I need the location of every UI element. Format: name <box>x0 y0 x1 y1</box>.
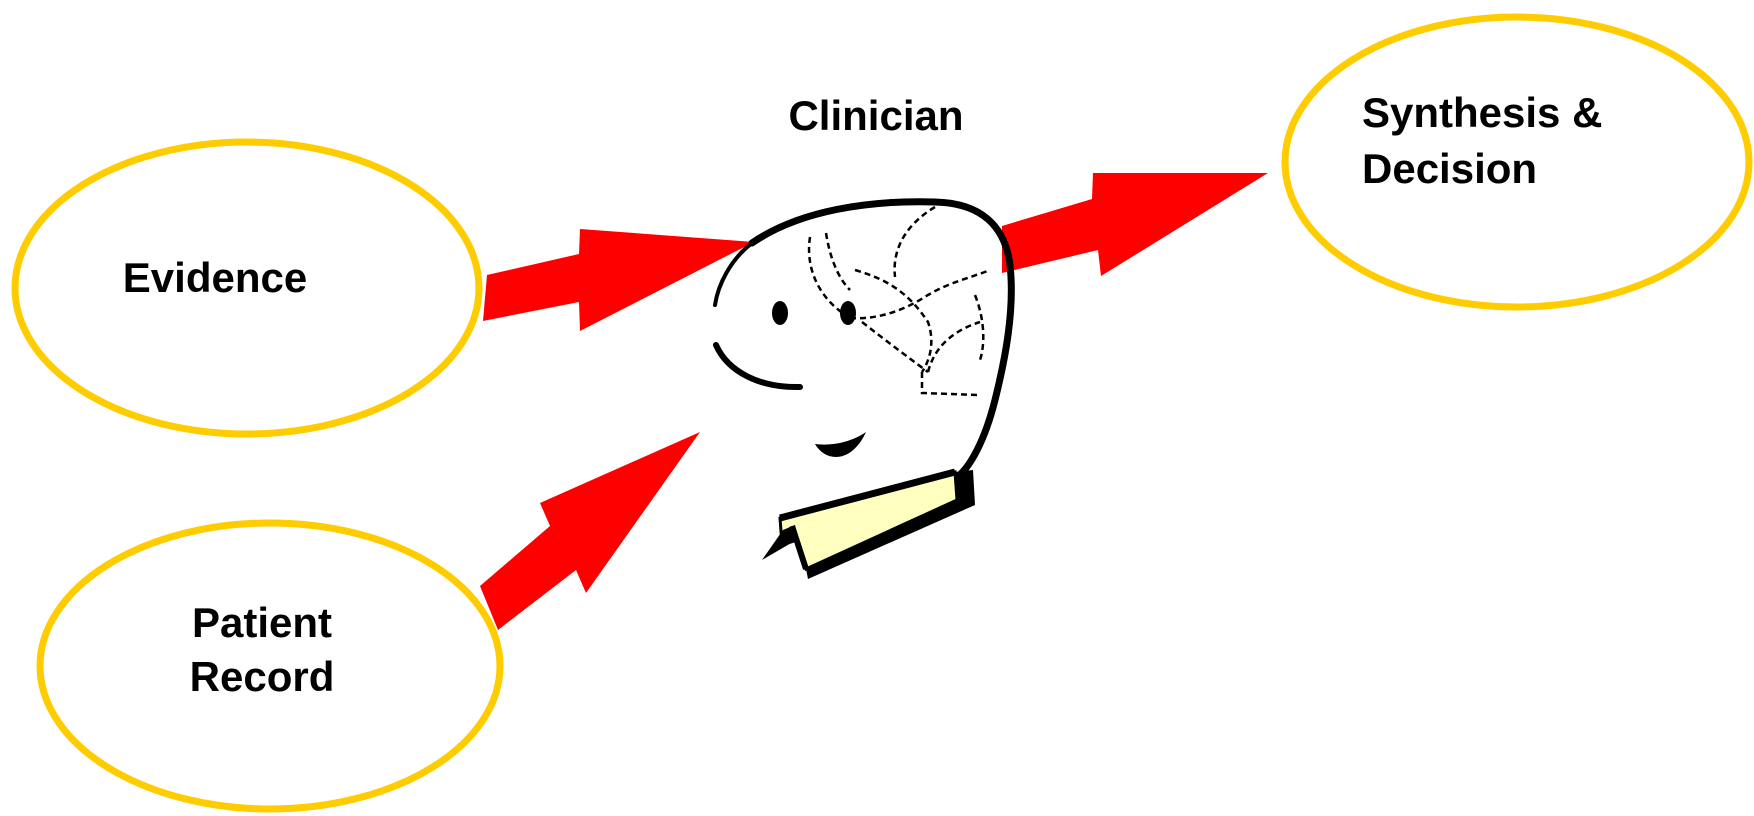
node-evidence: Evidence <box>15 142 479 434</box>
node-synthesis-decision-label-line1: Synthesis & <box>1362 89 1602 136</box>
arrow-clinician-to-synthesis <box>1002 173 1268 276</box>
clinician-eye-right <box>840 301 856 325</box>
arrow-evidence-to-clinician <box>483 229 754 331</box>
node-patient-record: Patient Record <box>40 523 500 809</box>
arrow-patient-record-to-clinician <box>480 432 700 630</box>
clinician-eye-left <box>772 301 788 325</box>
node-synthesis-decision-label-line2: Decision <box>1362 145 1537 192</box>
node-evidence-label: Evidence <box>123 254 307 301</box>
node-patient-record-label-line1: Patient <box>192 599 332 646</box>
node-patient-record-label-line2: Record <box>190 653 335 700</box>
node-synthesis-decision: Synthesis & Decision <box>1285 17 1749 307</box>
clinician-title: Clinician <box>788 92 963 139</box>
clinician-mouth <box>815 432 866 457</box>
clinician-head-icon <box>715 202 1011 579</box>
